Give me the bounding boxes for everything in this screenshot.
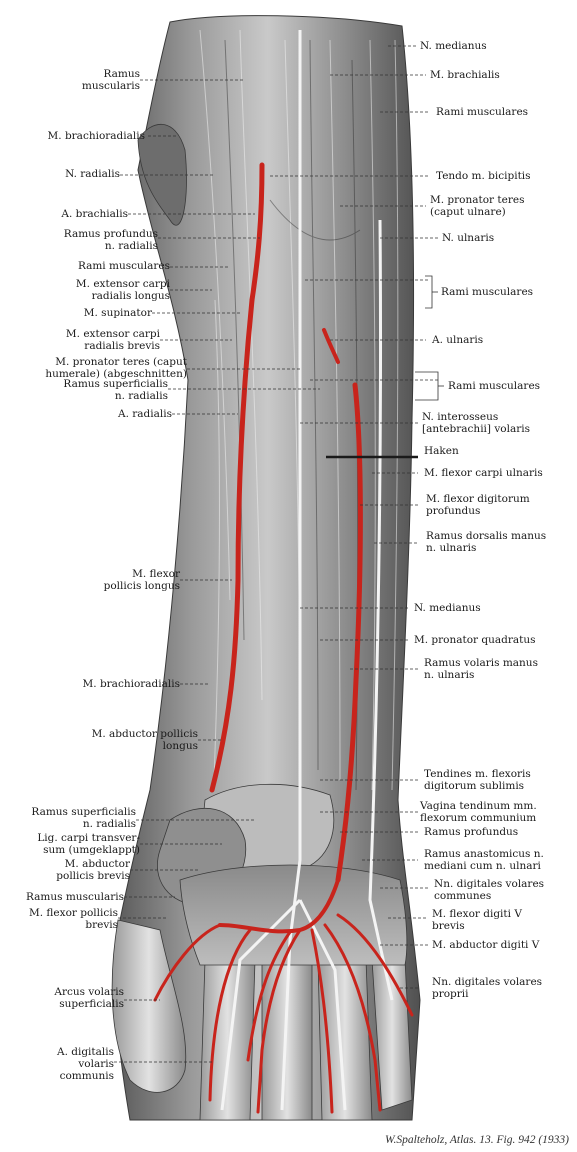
figure-credit: W.Spalteholz, Atlas. 13. Fig. 942 (1933): [385, 1134, 569, 1146]
label-n-ulnaris: N. ulnaris: [442, 232, 495, 244]
nerves: [220, 29, 394, 1111]
arteries: [153, 162, 414, 1114]
label-m-pronator-quadratus: M. pronator quadratus: [414, 634, 536, 646]
label-m-ext-carpi-rad-longus: M. extensor carpi radialis longus: [75, 278, 170, 302]
label-rami-musculares-r2: Rami musculares: [441, 286, 534, 298]
label-m-ext-carpi-rad-brevis: M. extensor carpi radialis brevis: [65, 328, 160, 352]
label-m-abductor-digiti-v: M. abductor digiti V: [432, 939, 540, 951]
leader-lines: [114, 45, 440, 1063]
label-ramus-volaris-manus: Ramus volaris manus n. ulnaris: [424, 657, 538, 681]
label-rami-musculares-r1: Rami musculares: [436, 106, 529, 118]
label-ramus-muscularis-low: Ramus muscularis: [26, 891, 124, 903]
label-m-flexor-pollicis-longus: M. flexor pollicis longus: [103, 568, 180, 592]
label-m-pronator-teres-ulnare: M. pronator teres (caput ulnare): [430, 194, 525, 218]
label-n-medianus-mid: N. medianus: [414, 602, 481, 614]
label-tendo-bicipitis: Tendo m. bicipitis: [436, 170, 531, 182]
a-ulnaris-vessel: [335, 382, 363, 883]
label-ramus-profundus-low: Ramus profundus: [424, 826, 519, 838]
label-a-radialis: A. radialis: [118, 408, 172, 420]
label-rami-musculares-r3: Rami musculares: [448, 380, 541, 392]
label-vagina-tendinum: Vagina tendinum mm. flexorum communium: [420, 800, 537, 824]
label-rami-musculares-left: Rami musculares: [77, 260, 170, 272]
label-ramus-superficialis-top: Ramus superficialis n. radialis: [63, 378, 168, 402]
label-m-brachioradialis-low: M. brachioradialis: [82, 678, 180, 690]
label-m-supinator: M. supinator: [83, 307, 152, 319]
label-ramus-profundus-radialis: Ramus profundus n. radialis: [63, 228, 158, 252]
label-nn-digitales-proprii: Nn. digitales volares proprii: [432, 976, 543, 1000]
label-ramus-anastomicus: Ramus anastomicus n. mediani cum n. ulna…: [424, 848, 544, 872]
label-m-flexor-carpi-ulnaris: M. flexor carpi ulnaris: [424, 467, 543, 479]
label-nn-digitales-communes: Nn. digitales volares communes: [434, 878, 545, 902]
label-m-pronator-teres-humerale: M. pronator teres (caput humerale) (abge…: [45, 356, 187, 380]
label-a-digitalis-volaris: A. digitalis volaris communis: [56, 1046, 114, 1082]
label-ramus-muscularis-top: Ramus muscularis: [81, 68, 140, 92]
label-m-flexor-dig-profundus: M. flexor digitorum profundus: [426, 493, 530, 517]
label-m-abductor-pollicis-brevis: M. abductor pollicis brevis: [56, 858, 130, 882]
brackets: [415, 275, 444, 401]
label-tendines-flexoris: Tendines m. flexoris digitorum sublimis: [424, 768, 531, 792]
label-a-brachialis: A. brachialis: [61, 208, 128, 220]
a-ulnaris-upper: [322, 328, 340, 364]
label-m-flexor-digiti-v: M. flexor digiti V brevis: [432, 908, 522, 932]
label-ramus-superficialis-low: Ramus superficialis n. radialis: [31, 806, 136, 830]
label-ramus-dorsalis-manus: Ramus dorsalis manus n. ulnaris: [426, 530, 547, 554]
label-haken: Haken: [424, 445, 459, 457]
label-n-interosseus: N. interosseus [antebrachii] volaris: [422, 411, 530, 435]
label-n-radialis: N. radialis: [65, 168, 120, 180]
a-radialis-vessel: [209, 297, 255, 793]
label-m-abductor-pollicis-longus: M. abductor pollicis longus: [91, 728, 198, 752]
label-lig-carpi-transversum: Lig. carpi transver- sum (umgeklappt): [37, 832, 140, 856]
label-m-brachioradialis-top: M. brachioradialis: [47, 130, 145, 142]
label-m-brachialis: M. brachialis: [430, 69, 500, 81]
thumb: [111, 919, 187, 1093]
label-a-ulnaris: A. ulnaris: [432, 334, 484, 346]
label-m-flexor-pollicis-brevis: M. flexor pollicis brevis: [29, 907, 118, 931]
label-n-medianus-top: N. medianus: [420, 40, 487, 52]
label-arcus-volaris: Arcus volaris superficialis: [54, 986, 124, 1010]
